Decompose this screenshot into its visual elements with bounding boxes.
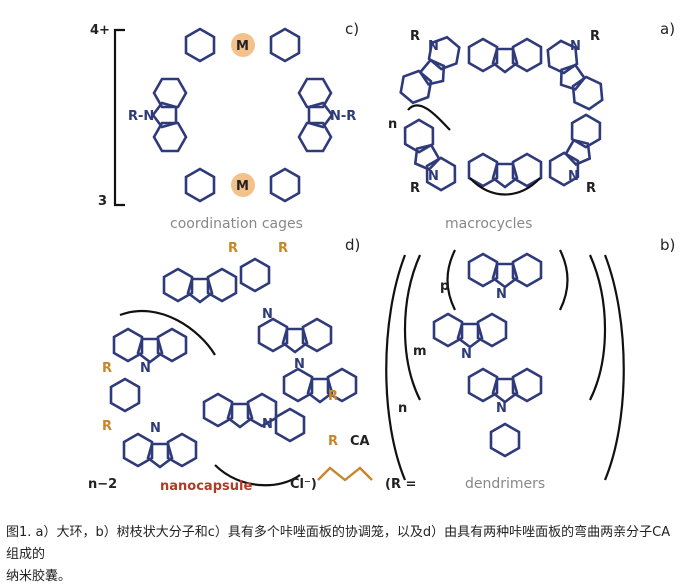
- panel-c-caption: coordination cages: [170, 216, 303, 232]
- nanocapsule-title: nanocapsule: [160, 479, 252, 494]
- atom-n: N: [428, 169, 439, 184]
- subscript-p: p: [440, 279, 449, 294]
- figure-caption: 图1. a）大环，b）树枝状大分子和c）具有多个咔唑面板的协调笼，以及d）由具有…: [6, 522, 682, 588]
- atom-r: R: [586, 181, 596, 196]
- atom-n: N: [428, 39, 439, 54]
- panel-a-caption: macrocycles: [445, 216, 532, 232]
- panel-a-label: a): [660, 20, 675, 38]
- atom-nr: R-N: [128, 109, 154, 124]
- atom-n: N: [150, 421, 161, 436]
- caption-line-2: 纳米胶囊。: [6, 569, 72, 584]
- atom-n: N: [568, 169, 579, 184]
- subscript-m: m: [413, 344, 427, 359]
- atom-r: R: [590, 29, 600, 44]
- atom-n: N: [496, 287, 507, 302]
- metal: M: [236, 179, 249, 194]
- r-definition: (R =: [385, 477, 416, 492]
- atom-n: N: [262, 307, 273, 322]
- atom-n: N: [461, 347, 472, 362]
- atom-r: R: [410, 29, 420, 44]
- panel-d-label: d): [345, 236, 360, 254]
- r-sub: R: [278, 241, 288, 256]
- r-sub: R: [328, 389, 338, 404]
- metal: M: [236, 39, 249, 54]
- atom-nr: N-R: [330, 109, 356, 124]
- r-sub: R: [102, 361, 112, 376]
- atom-n: N: [262, 417, 273, 432]
- subscript-n-minus-2: n−2: [88, 477, 117, 492]
- panel-b-dendrimers: b) N N N p m n dendrimers: [385, 236, 675, 492]
- figure: a) N R N R N R N R n macrocycles c) 4+ 3…: [88, 20, 675, 494]
- atom-n: N: [294, 357, 305, 372]
- atom-n: N: [140, 361, 151, 376]
- panel-b-caption: dendrimers: [465, 476, 545, 492]
- atom-n: N: [570, 39, 581, 54]
- ca-label: CA: [350, 434, 370, 449]
- subscript-three: 3: [98, 194, 107, 209]
- panel-b-label: b): [660, 236, 675, 254]
- r-sub: R: [102, 419, 112, 434]
- subscript-n: n: [398, 401, 407, 416]
- chloride: Cl⁻): [290, 477, 317, 492]
- subscript-n: n: [388, 117, 397, 132]
- panel-d-nanocapsule: d) R R R R R R N N N N N CA n−2 nanocaps…: [88, 236, 416, 494]
- panel-c-label: c): [345, 20, 359, 38]
- charge: 4+: [90, 23, 110, 38]
- r-sub: R: [328, 434, 338, 449]
- r-sub: R: [228, 241, 238, 256]
- atom-r: R: [410, 181, 420, 196]
- panel-a-macrocycles: a) N R N R N R N R n macrocycles: [388, 20, 675, 232]
- atom-n: N: [496, 401, 507, 416]
- panel-c-cages: c) 4+ 3 M M R-N N-R coordination cages: [90, 20, 359, 232]
- caption-line-1: 图1. a）大环，b）树枝状大分子和c）具有多个咔唑面板的协调笼，以及d）由具有…: [6, 525, 671, 562]
